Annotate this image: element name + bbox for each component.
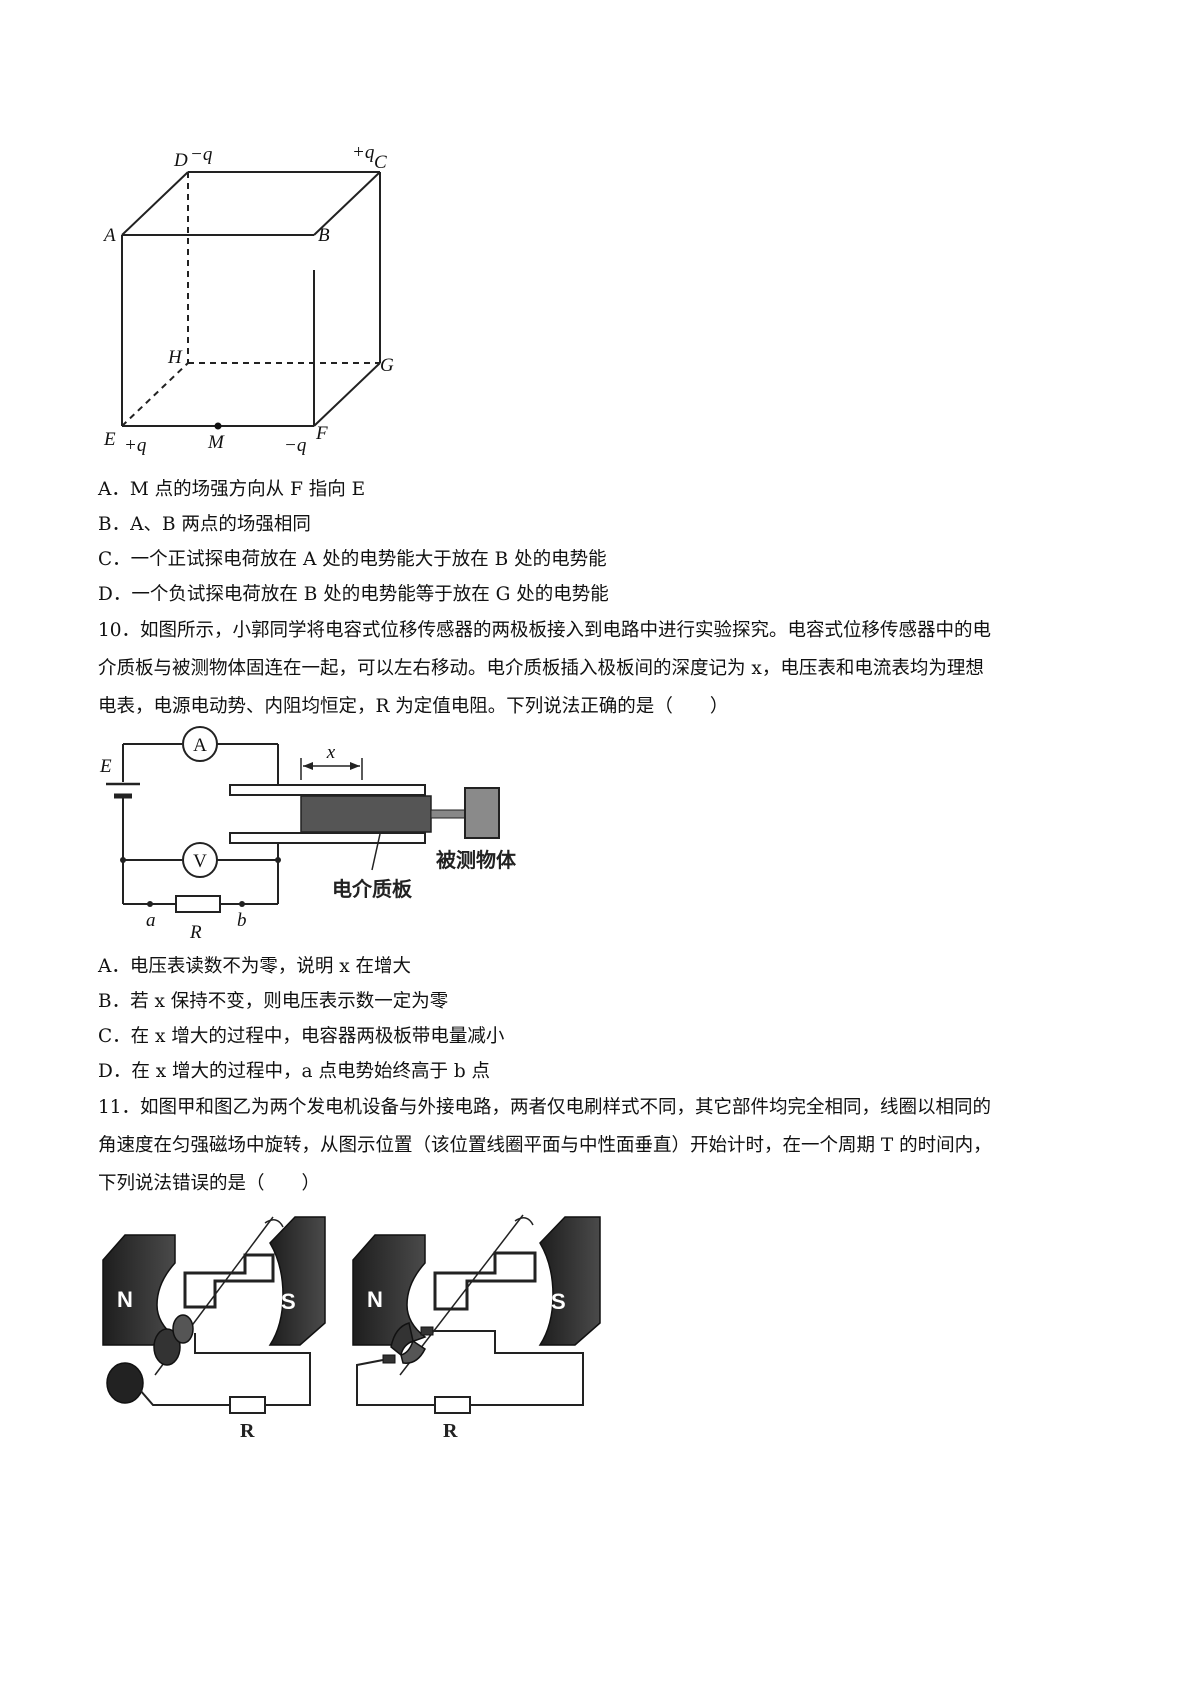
label-g: G (380, 355, 394, 376)
resistor-label: R (189, 922, 202, 943)
resistor-r (434, 1396, 471, 1414)
q9-option-d: D．一个负试探电荷放在 B 处的电势能等于放在 G 处的电势能 (98, 584, 609, 605)
q10-stem-line: 介质板与被测物体固连在一起，可以左右移动。电介质板插入极板间的深度记为 x，电压… (98, 658, 984, 679)
resistor-label: R (240, 1420, 255, 1442)
generator-2: N S R (352, 1214, 601, 1442)
rotation-arrow (264, 1219, 284, 1228)
capacitor-bottom-plate (229, 832, 426, 844)
q11-stem-line: 角速度在匀强磁场中旋转，从图示位置（该位置线圈平面与中性面垂直）开始计时，在一个… (98, 1135, 992, 1156)
q11-stem-line: 11．如图甲和图乙为两个发电机设备与外接电路，两者仅电刷样式不同，其它部件均完全… (98, 1097, 992, 1118)
label-b: B (318, 225, 330, 246)
resistor-label: R (443, 1420, 458, 1442)
q9-option-b: B．A、B 两点的场强相同 (98, 514, 311, 535)
q9-option-c: C．一个正试探电荷放在 A 处的电势能大于放在 B 处的电势能 (98, 549, 607, 570)
resistor-r (229, 1396, 266, 1414)
magnet-s-label: S (281, 1289, 296, 1314)
q10-option-d: D．在 x 增大的过程中，a 点电势始终高于 b 点 (98, 1061, 491, 1082)
point-b-label: b (237, 910, 247, 931)
q11-stem-line: 下列说法错误的是（ ） (98, 1173, 321, 1194)
external-wire (139, 1389, 230, 1406)
label-d: D (173, 150, 188, 171)
measured-object (464, 787, 500, 839)
slip-ring (172, 1314, 194, 1344)
label-m: M (207, 432, 225, 453)
q10-option-c: C．在 x 增大的过程中，电容器两极板带电量减小 (98, 1026, 505, 1047)
charge-f: −q (284, 435, 307, 456)
magnet-n (102, 1234, 177, 1346)
magnet-n-label: N (117, 1287, 133, 1312)
magnet-s (538, 1216, 601, 1346)
q10-stem-line: 10．如图所示，小郭同学将电容式位移传感器的两极板接入到电路中进行实验探究。电容… (98, 620, 992, 641)
dielectric-label: 电介质板 (332, 877, 413, 901)
brush (382, 1354, 396, 1364)
commutator-half (400, 1339, 426, 1364)
magnet-s-label: S (551, 1289, 566, 1314)
cube-figure: D −q +q C A B H G E +q M −q F (102, 142, 394, 456)
sensor-circuit-figure: E A x V a b R 电介质板 被测物体 (99, 726, 517, 943)
capacitor-top-plate (229, 784, 426, 796)
coil (433, 1251, 537, 1311)
connecting-rod (430, 809, 466, 819)
object-label: 被测物体 (436, 848, 517, 872)
q10-stem: 10．如图所示，小郭同学将电容式位移传感器的两极板接入到电路中进行实验探究。电容… (98, 612, 1113, 726)
generator-1: N S R (102, 1216, 326, 1442)
point-m-dot (214, 422, 222, 430)
slip-ring (153, 1328, 181, 1366)
dielectric-slab (300, 795, 432, 833)
coil (183, 1253, 275, 1309)
point-a-label: a (146, 910, 156, 931)
q10-option-a: A．电压表读数不为零，说明 x 在增大 (98, 956, 412, 977)
point-b-dot (239, 901, 245, 907)
charge-d: −q (190, 144, 213, 165)
label-h: H (167, 347, 183, 368)
resistor-r (175, 895, 221, 913)
depth-x-label: x (326, 742, 336, 763)
charge-c: +q (352, 142, 375, 163)
magnet-n (352, 1234, 427, 1346)
brush (420, 1326, 434, 1336)
label-f: F (315, 423, 328, 444)
label-c: C (374, 152, 387, 173)
magnet-s (268, 1216, 326, 1346)
voltmeter-label: V (193, 851, 207, 872)
magnet-n-label: N (367, 1287, 383, 1312)
generators-figure: N S R N S R (102, 1214, 601, 1442)
q10-option-b: B．若 x 保持不变，则电压表示数一定为零 (98, 991, 449, 1012)
label-e: E (103, 429, 116, 450)
point-a-dot (147, 901, 153, 907)
q9-option-a: A．M 点的场强方向从 F 指向 E (98, 479, 366, 500)
external-wire (356, 1359, 435, 1406)
battery-label: E (99, 756, 112, 777)
external-wire (194, 1333, 311, 1406)
charge-e: +q (124, 435, 147, 456)
q10-stem-line: 电表，电源电动势、内阻均恒定，R 为定值电阻。下列说法正确的是（ ） (98, 696, 729, 717)
brush-disc (106, 1362, 144, 1404)
rotation-arrow (514, 1217, 534, 1226)
label-a: A (102, 225, 116, 246)
q11-stem: 11．如图甲和图乙为两个发电机设备与外接电路，两者仅电刷样式不同，其它部件均完全… (98, 1089, 1113, 1203)
external-wire (433, 1330, 584, 1406)
ammeter-label: A (193, 735, 207, 756)
